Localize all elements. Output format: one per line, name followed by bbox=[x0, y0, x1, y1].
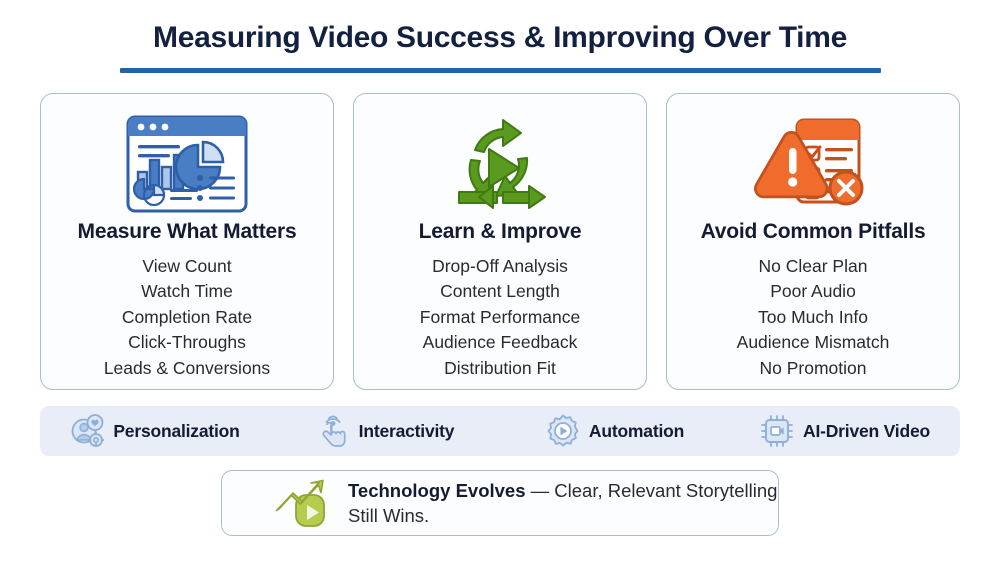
callout-text: Technology Evolves — Clear, Relevant Sto… bbox=[348, 478, 778, 528]
callout-text-bold: Technology Evolves bbox=[348, 480, 526, 501]
card-avoid-common-pitfalls: Avoid Common Pitfalls No Clear Plan Poor… bbox=[666, 93, 960, 390]
strip-label: Personalization bbox=[113, 420, 240, 441]
card-item-list: View Count Watch Time Completion Rate Cl… bbox=[104, 254, 270, 381]
title-underline-rule bbox=[119, 68, 881, 73]
growth-arrow-play-icon bbox=[274, 478, 336, 528]
strip-item-automation: Automation bbox=[500, 414, 730, 448]
card-learn-and-improve: Learn & Improve Drop-Off Analysis Conten… bbox=[353, 93, 647, 390]
list-item: Leads & Conversions bbox=[103, 357, 271, 378]
card-item-list: No Clear Plan Poor Audio Too Much Info A… bbox=[737, 254, 890, 381]
card-title: Avoid Common Pitfalls bbox=[700, 220, 926, 243]
card-title: Measure What Matters bbox=[77, 220, 297, 243]
list-item: No Clear Plan bbox=[758, 256, 868, 276]
list-item: Poor Audio bbox=[770, 281, 856, 302]
card-item-list: Drop-Off Analysis Content Length Format … bbox=[420, 254, 580, 381]
list-item: Click-Throughs bbox=[128, 332, 246, 353]
list-item: Audience Feedback bbox=[422, 332, 578, 353]
page-title: Measuring Video Success & Improving Over… bbox=[153, 21, 847, 54]
list-item: Content Length bbox=[440, 281, 560, 302]
cpu-chip-video-icon bbox=[760, 414, 794, 448]
list-item: Watch Time bbox=[141, 281, 233, 302]
card-measure-what-matters: Measure What Matters View Count Watch Ti… bbox=[40, 93, 334, 390]
list-item: No Promotion bbox=[759, 357, 867, 378]
list-item: Completion Rate bbox=[121, 306, 253, 327]
strip-label: AI-Driven Video bbox=[803, 420, 930, 441]
list-item: Too Much Info bbox=[758, 306, 868, 327]
list-item: Audience Mismatch bbox=[736, 332, 890, 353]
gear-play-icon bbox=[546, 414, 580, 448]
cards-row: Measure What Matters View Count Watch Ti… bbox=[40, 93, 960, 390]
strip-label: Interactivity bbox=[358, 420, 455, 441]
callout-wrap: Technology Evolves — Clear, Relevant Sto… bbox=[0, 470, 1000, 536]
person-heart-gear-icon bbox=[70, 414, 105, 448]
list-item: Distribution Fit bbox=[444, 357, 556, 378]
feature-strip: Personalization Interactivity Automation bbox=[40, 406, 960, 456]
tap-hand-icon bbox=[316, 414, 350, 448]
strip-item-interactivity: Interactivity bbox=[270, 414, 500, 448]
header: Measuring Video Success & Improving Over… bbox=[0, 0, 1000, 73]
warning-checklist-icon bbox=[753, 112, 873, 216]
callout-technology-evolves: Technology Evolves — Clear, Relevant Sto… bbox=[221, 470, 779, 536]
callout-text-rest: — Clear, Relevant Storytelling Still Win… bbox=[348, 480, 778, 526]
strip-item-ai-driven-video: AI-Driven Video bbox=[730, 414, 960, 448]
card-title: Learn & Improve bbox=[418, 220, 582, 243]
strip-item-personalization: Personalization bbox=[40, 414, 270, 448]
list-item: View Count bbox=[142, 256, 232, 276]
analytics-dashboard-icon bbox=[126, 112, 248, 216]
recycle-loop-play-icon bbox=[441, 112, 559, 216]
strip-label: Automation bbox=[588, 420, 685, 441]
list-item: Drop-Off Analysis bbox=[432, 256, 568, 276]
list-item: Format Performance bbox=[419, 306, 581, 327]
